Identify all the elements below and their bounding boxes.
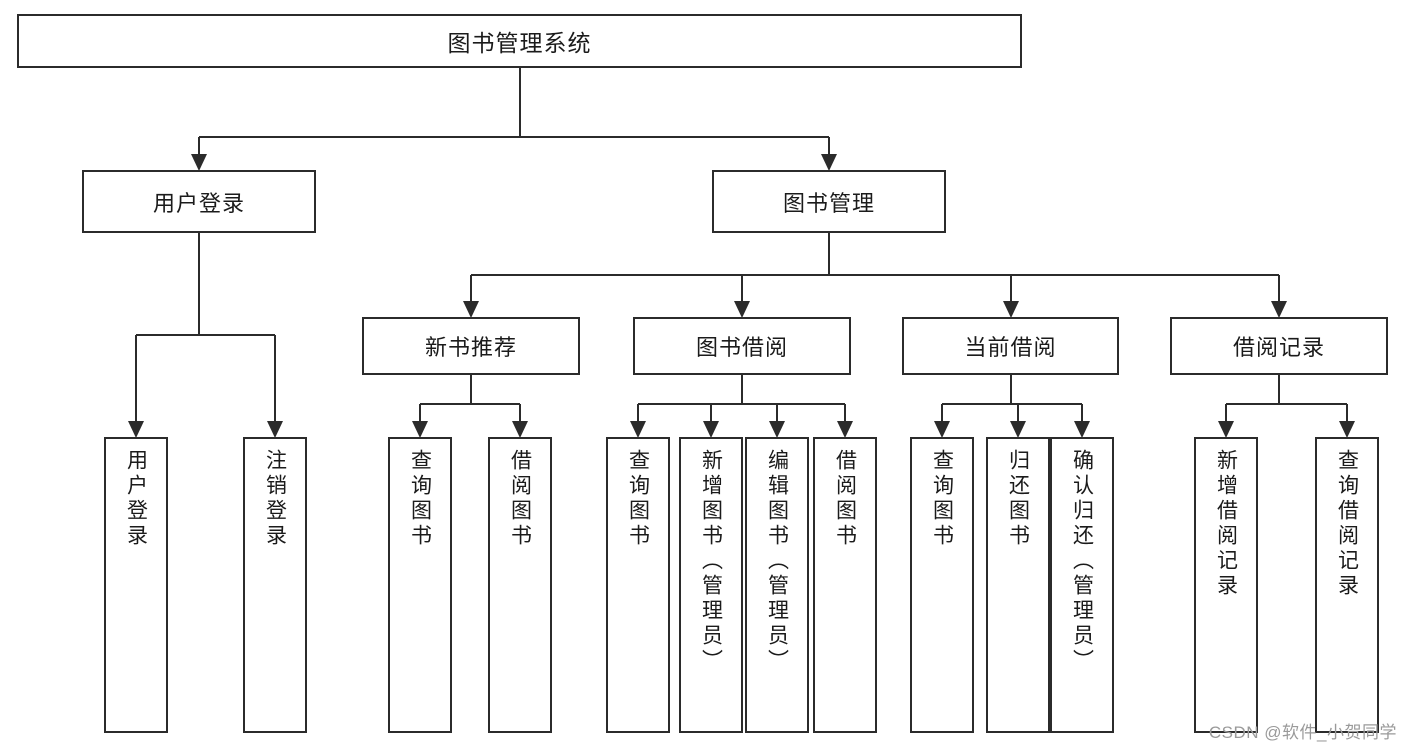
- connector-vertical: [1017, 404, 1019, 436]
- node-leaf-10[interactable]: 确认归还（管理员）: [1050, 437, 1114, 733]
- node-label: 查询图书: [930, 449, 954, 549]
- node-label: 图书管理: [782, 190, 875, 216]
- connector-vertical: [941, 404, 943, 436]
- arrowhead-icon: [1002, 301, 1019, 318]
- connector-vertical: [470, 375, 472, 404]
- arrowhead-icon: [769, 421, 785, 438]
- node-leaf-5[interactable]: 新增图书（管理员）: [679, 437, 743, 733]
- node-level3-2[interactable]: 当前借阅: [902, 317, 1119, 375]
- arrowhead-icon: [1074, 421, 1090, 438]
- node-label: 注销登录: [263, 449, 287, 549]
- connector-vertical: [1081, 404, 1083, 436]
- connector-vertical: [135, 335, 137, 436]
- node-label: 查询借阅记录: [1335, 449, 1359, 599]
- node-label: 新增借阅记录: [1214, 449, 1238, 599]
- arrowhead-icon: [837, 421, 853, 438]
- node-level3-1[interactable]: 图书借阅: [633, 317, 851, 375]
- node-label: 编辑图书（管理员）: [765, 449, 789, 674]
- node-label: 新增图书（管理员）: [699, 449, 723, 674]
- arrowhead-icon: [1339, 421, 1355, 438]
- connector-vertical: [1346, 404, 1348, 436]
- arrowhead-icon: [821, 154, 837, 171]
- connector-horizontal: [471, 274, 1279, 276]
- node-level2-0[interactable]: 用户登录: [82, 170, 316, 233]
- node-label: 借阅图书: [508, 449, 532, 549]
- arrowhead-icon: [1218, 421, 1234, 438]
- node-level2-1[interactable]: 图书管理: [712, 170, 946, 233]
- connector-vertical: [198, 137, 200, 169]
- connector-horizontal: [942, 403, 1082, 405]
- connector-vertical: [518, 68, 521, 137]
- node-label: 当前借阅: [964, 335, 1057, 360]
- node-leaf-2[interactable]: 查询图书: [388, 437, 452, 733]
- connector-horizontal: [136, 334, 275, 336]
- connector-vertical: [741, 375, 743, 404]
- connector-vertical: [1009, 275, 1012, 316]
- node-leaf-6[interactable]: 编辑图书（管理员）: [745, 437, 809, 733]
- node-label: 查询图书: [626, 449, 650, 549]
- node-label: 借阅记录: [1232, 335, 1325, 360]
- node-label: 查询图书: [408, 449, 432, 549]
- node-label: 用户登录: [124, 449, 148, 549]
- node-leaf-9[interactable]: 归还图书: [986, 437, 1050, 733]
- node-leaf-3[interactable]: 借阅图书: [488, 437, 552, 733]
- node-level3-3[interactable]: 借阅记录: [1170, 317, 1388, 375]
- node-level3-0[interactable]: 新书推荐: [362, 317, 580, 375]
- node-label: 新书推荐: [424, 335, 517, 360]
- node-leaf-4[interactable]: 查询图书: [606, 437, 670, 733]
- node-label: 用户登录: [152, 190, 245, 216]
- connector-vertical: [1278, 275, 1280, 316]
- connector-vertical: [198, 233, 200, 335]
- connector-vertical: [710, 404, 712, 436]
- arrowhead-icon: [512, 421, 528, 438]
- arrowhead-icon: [934, 421, 950, 438]
- arrowhead-icon: [463, 301, 479, 318]
- connector-vertical: [776, 404, 778, 436]
- node-leaf-1[interactable]: 注销登录: [243, 437, 307, 733]
- connector-vertical: [1225, 404, 1227, 436]
- node-leaf-11[interactable]: 新增借阅记录: [1194, 437, 1258, 733]
- connector-horizontal: [638, 403, 845, 405]
- connector-vertical: [419, 404, 421, 436]
- connector-vertical: [519, 404, 521, 436]
- watermark: CSDN @软件_小贺同学: [1208, 723, 1397, 742]
- arrowhead-icon: [734, 301, 750, 318]
- arrowhead-icon: [412, 421, 428, 438]
- connector-vertical: [1278, 375, 1280, 404]
- node-label: 图书借阅: [695, 335, 788, 360]
- node-label: 归还图书: [1006, 449, 1030, 549]
- connector-vertical: [741, 275, 743, 316]
- arrowhead-icon: [128, 421, 144, 438]
- arrowhead-icon: [1271, 301, 1287, 318]
- arrowhead-icon: [1010, 421, 1026, 438]
- connector-vertical: [637, 404, 639, 436]
- arrowhead-icon: [191, 154, 207, 171]
- arrowhead-icon: [703, 421, 719, 438]
- node-leaf-12[interactable]: 查询借阅记录: [1315, 437, 1379, 733]
- connector-horizontal: [420, 403, 520, 405]
- connector-vertical: [828, 233, 830, 275]
- connector-vertical: [274, 335, 276, 436]
- connector-vertical: [470, 275, 472, 316]
- connector-vertical: [828, 137, 830, 169]
- node-label: 图书管理系统: [447, 30, 592, 56]
- arrowhead-icon: [267, 421, 283, 438]
- connector-horizontal: [199, 136, 829, 138]
- node-leaf-0[interactable]: 用户登录: [104, 437, 168, 733]
- arrowhead-icon: [630, 421, 646, 438]
- node-leaf-8[interactable]: 查询图书: [910, 437, 974, 733]
- node-root[interactable]: 图书管理系统: [17, 14, 1022, 68]
- node-label: 确认归还（管理员）: [1070, 449, 1094, 674]
- connector-vertical: [1009, 375, 1012, 404]
- node-label: 借阅图书: [833, 449, 857, 549]
- connector-vertical: [844, 404, 846, 436]
- node-leaf-7[interactable]: 借阅图书: [813, 437, 877, 733]
- connector-horizontal: [1226, 403, 1347, 405]
